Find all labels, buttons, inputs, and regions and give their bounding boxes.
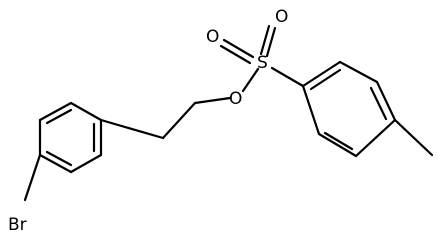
bond [99, 118, 165, 140]
bromine-label: Br [8, 215, 27, 235]
sulfonyl-double-bonds [219, 24, 277, 65]
double-bond-inner [369, 86, 388, 121]
bond [338, 60, 379, 84]
bond-s-c [270, 66, 305, 88]
ester-oxygen-label: O [229, 89, 242, 109]
bond [69, 153, 103, 174]
bond-c-br [23, 153, 42, 202]
bond [354, 118, 397, 158]
double-bond-inner [45, 150, 73, 167]
double-bond-inner [323, 131, 354, 151]
bond [38, 153, 73, 174]
bond-o-s [241, 67, 260, 93]
double-bond [265, 26, 277, 58]
bond [301, 84, 321, 136]
double-bond [222, 38, 255, 59]
bond [301, 60, 342, 88]
double-bond [259, 24, 271, 56]
bond-methyl [393, 118, 434, 157]
bond [161, 101, 197, 140]
double-bond-inner [309, 68, 342, 91]
tolyl-ring [301, 60, 397, 158]
bond [317, 132, 358, 158]
bond [375, 80, 397, 122]
sulfur-label: S [257, 53, 268, 73]
oxygen-label-upper: O [275, 7, 288, 27]
bond [193, 96, 232, 105]
bromophenyl-ring [38, 101, 103, 174]
ethyl-linker [99, 96, 232, 140]
bond [69, 101, 103, 122]
double-bond-inner [45, 108, 73, 125]
bond [38, 101, 73, 122]
double-bond [219, 44, 252, 65]
oxygen-label-left: O [206, 27, 219, 47]
